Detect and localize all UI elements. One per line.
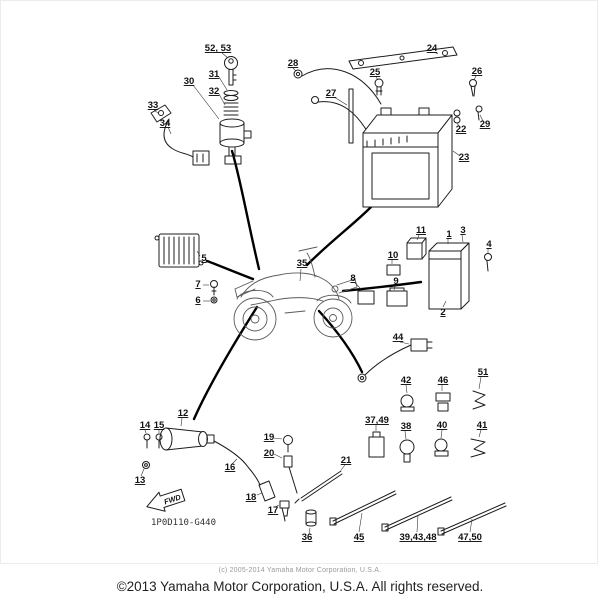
callout-2: 2 [440, 307, 445, 318]
cable-ties-art [329, 490, 507, 536]
callout-47-50: 47,50 [458, 532, 482, 543]
callout-28: 28 [288, 58, 299, 69]
callout-3: 3 [460, 225, 465, 236]
callout-13: 13 [135, 475, 146, 486]
relays-art [354, 234, 427, 307]
callout-41: 41 [477, 420, 488, 431]
callout-51: 51 [478, 367, 489, 378]
callout-46: 46 [438, 375, 449, 386]
main-switch-art [192, 76, 252, 165]
callout-12: 12 [178, 408, 189, 419]
callout-29: 29 [480, 119, 491, 130]
leader-lines [192, 149, 423, 421]
callout-40: 40 [437, 420, 448, 431]
battery-bracket-art [348, 46, 458, 70]
battery-bolts-art [374, 75, 484, 127]
callout-31: 31 [209, 69, 220, 80]
callout-38: 38 [401, 421, 412, 432]
callout-45: 45 [354, 532, 365, 543]
clamps-lower-art [368, 425, 486, 463]
callout-14: 14 [140, 420, 151, 431]
callout-21: 21 [341, 455, 352, 466]
callout-6: 6 [195, 295, 200, 306]
callout-39-43-48: 39,43,48 [400, 532, 437, 543]
callout-23: 23 [459, 152, 470, 163]
callout-34: 34 [160, 118, 171, 129]
callout-35: 35 [297, 258, 308, 269]
callout-42: 42 [401, 375, 412, 386]
wire-lead-art [357, 338, 433, 383]
electrical-parts-diagram: FWD 1P0D110-G440 52, 53 30 31 32 33 34 2… [135, 43, 507, 543]
callout-20: 20 [264, 448, 275, 459]
callout-labels: 52, 53 30 31 32 33 34 28 27 25 24 26 29 … [135, 43, 493, 543]
callout-36: 36 [302, 532, 313, 543]
battery-leads-art [292, 67, 382, 144]
atv-vehicle-art [233, 246, 358, 341]
ignition-coil-art [140, 417, 261, 486]
callout-32: 32 [209, 86, 220, 97]
ignition-key-art [221, 52, 238, 86]
callout-27: 27 [326, 88, 337, 99]
rectifier-regulator-art [154, 233, 218, 304]
callout-16: 16 [225, 462, 236, 473]
callout-30: 30 [184, 76, 195, 87]
callout-17: 17 [268, 505, 279, 516]
callout-5: 5 [201, 253, 207, 264]
callout-4: 4 [486, 239, 492, 250]
callout-15: 15 [154, 420, 165, 431]
cable-art [294, 464, 346, 504]
callout-10: 10 [388, 250, 399, 261]
diagram-code: 1P0D110-G440 [151, 518, 216, 528]
clamps-upper-art [400, 376, 486, 412]
callout-33: 33 [148, 100, 159, 111]
callout-8: 8 [350, 273, 355, 284]
battery-art [362, 107, 461, 208]
fwd-arrow: FWD [146, 488, 186, 512]
callout-7: 7 [195, 279, 200, 290]
watermark-copyright-line: (c) 2005-2014 Yamaha Motor Corporation, … [218, 567, 382, 574]
sensor-art [273, 435, 298, 494]
callout-24: 24 [427, 43, 438, 54]
callout-11: 11 [416, 225, 427, 236]
diagram-frame: FWD 1P0D110-G440 52, 53 30 31 32 33 34 2… [0, 0, 598, 564]
spark-plug-art [256, 480, 290, 522]
callout-22: 22 [456, 124, 467, 135]
callout-19: 19 [264, 432, 275, 443]
cdi-unit-art [428, 234, 492, 310]
band-art [305, 509, 317, 535]
callout-37-49: 37,49 [365, 415, 389, 426]
copyright-line: ©2013 Yamaha Motor Corporation, U.S.A. A… [116, 579, 484, 594]
callout-25: 25 [370, 67, 381, 78]
callout-52-53: 52, 53 [205, 43, 231, 54]
switch-bracket-wire-art [150, 104, 210, 166]
callout-1: 1 [446, 229, 452, 240]
callout-44: 44 [393, 332, 404, 343]
callout-26: 26 [472, 66, 483, 77]
callout-18: 18 [246, 492, 257, 503]
callout-9: 9 [393, 276, 398, 287]
